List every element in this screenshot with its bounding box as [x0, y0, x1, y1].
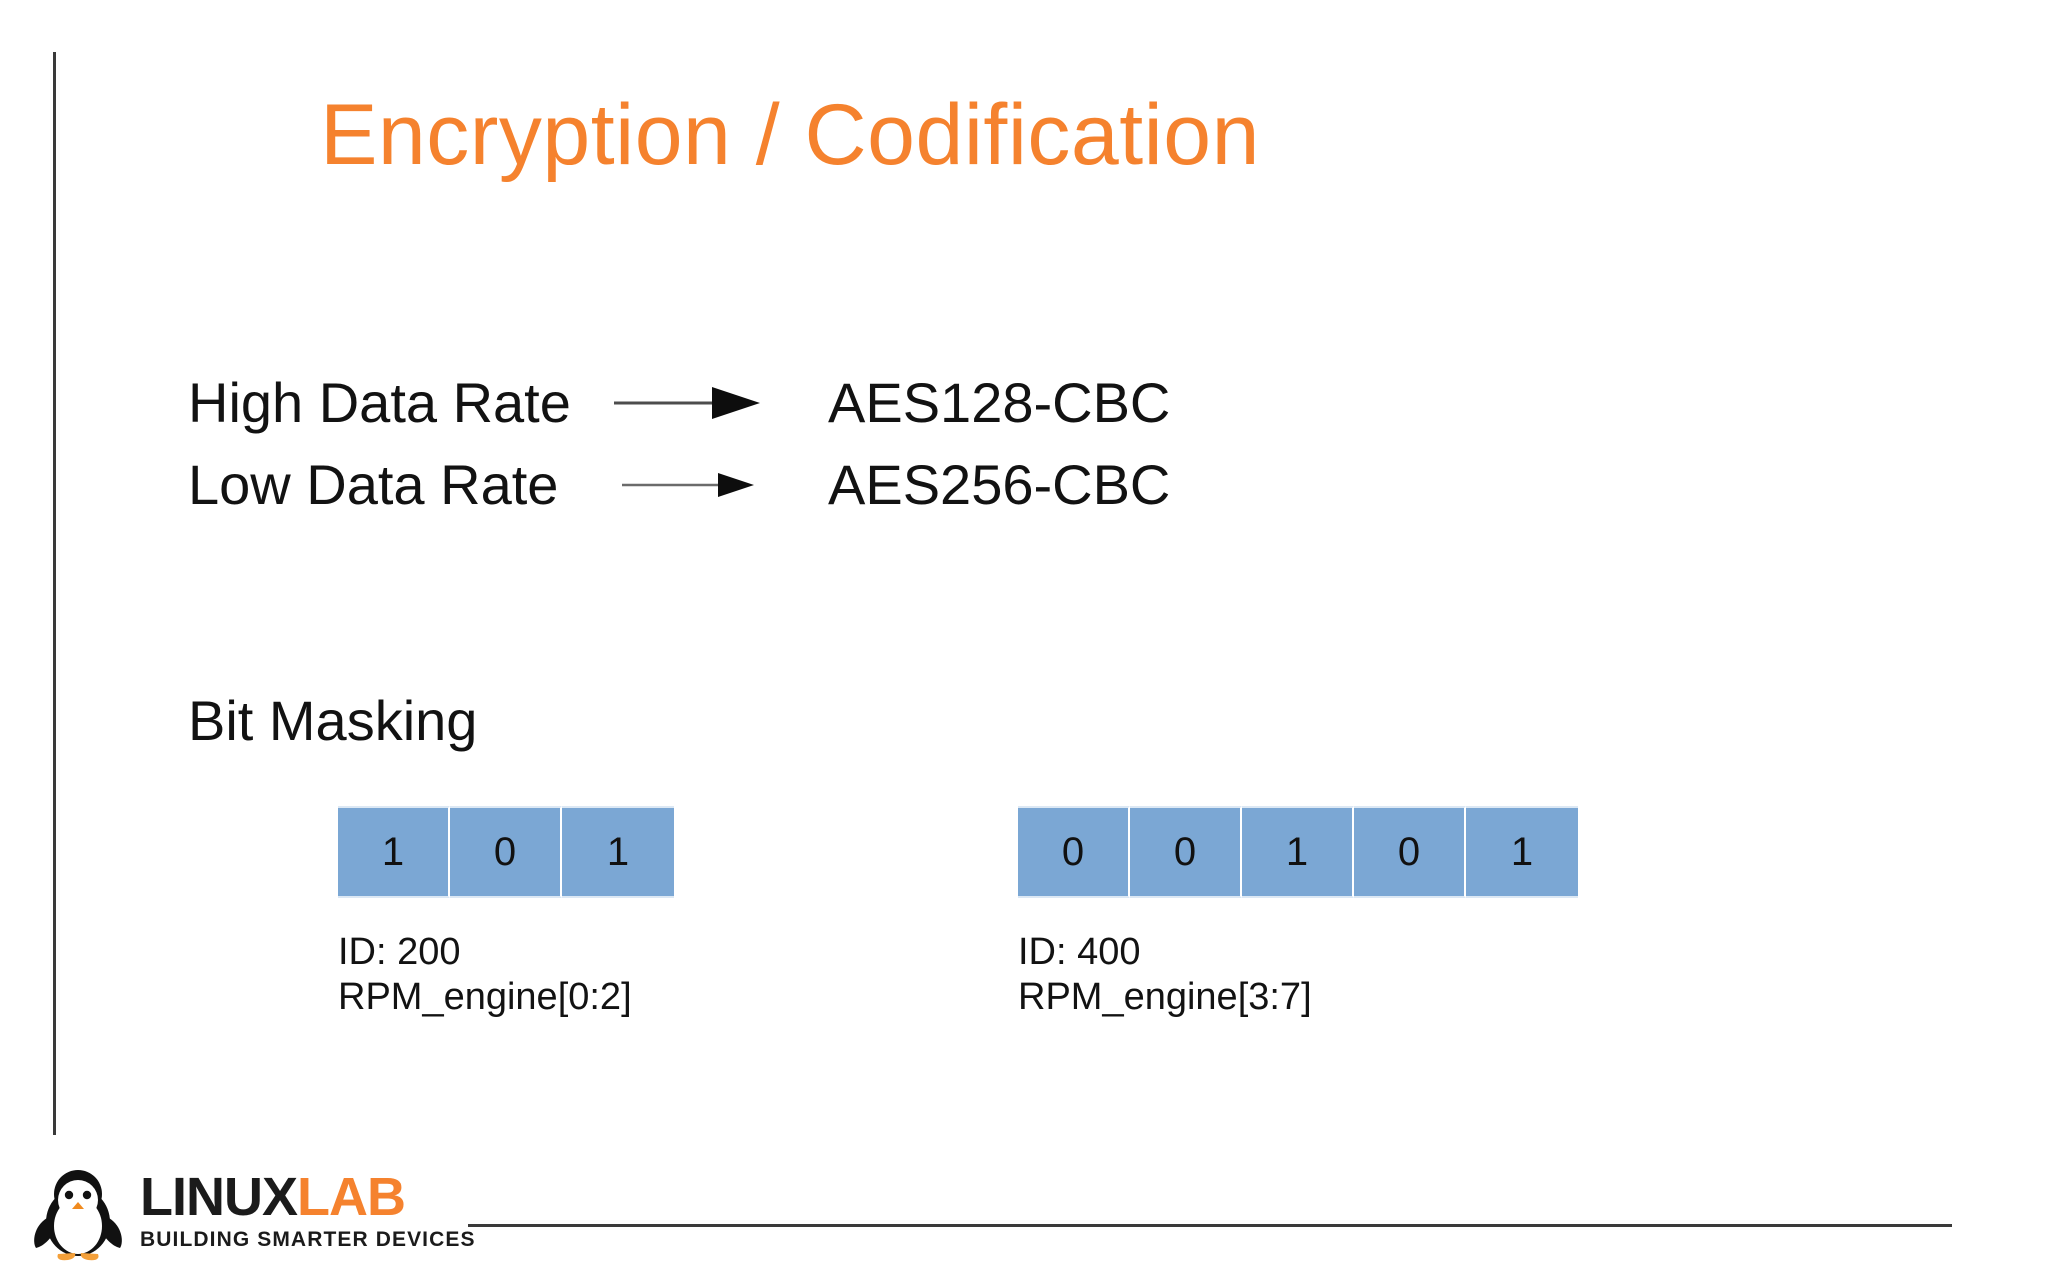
encryption-mapping-list: High Data Rate AES128-CBC Low Data Rate … — [188, 362, 1170, 526]
bit-cell-row: 1 0 1 — [338, 806, 674, 898]
mapping-source-label: High Data Rate — [188, 371, 571, 434]
bit-mask-id-label: ID: 200 — [338, 931, 461, 973]
mapping-row: Low Data Rate AES256-CBC — [188, 444, 1170, 526]
bit-mask-signal-label: RPM_engine[3:7] — [1018, 975, 1312, 1018]
arrow-right-icon — [608, 383, 782, 423]
bit-cell[interactable]: 1 — [1466, 806, 1578, 898]
bit-cell[interactable]: 0 — [1130, 806, 1242, 898]
logo-text: LINUXLAB BUILDING SMARTER DEVICES — [140, 1170, 476, 1252]
slide-title: Encryption / Codification — [320, 87, 1260, 183]
bit-mask-group-1: 1 0 1 ID: 200 RPM_engine[0:2] — [338, 806, 674, 1020]
bit-cell-row: 0 0 1 0 1 — [1018, 806, 1578, 898]
bit-cell[interactable]: 1 — [562, 806, 674, 898]
mapping-row: High Data Rate AES128-CBC — [188, 362, 1170, 444]
footer-horizontal-rule — [468, 1224, 1952, 1227]
penguin-icon — [34, 1170, 122, 1261]
bit-mask-caption: ID: 200 RPM_engine[0:2] — [338, 930, 674, 1020]
bit-cell[interactable]: 0 — [450, 806, 562, 898]
arrow-right-icon — [608, 465, 782, 505]
bit-mask-signal-label: RPM_engine[0:2] — [338, 975, 632, 1018]
bit-cell[interactable]: 1 — [338, 806, 450, 898]
bit-cell[interactable]: 0 — [1354, 806, 1466, 898]
bit-mask-caption: ID: 400 RPM_engine[3:7] — [1018, 930, 1578, 1020]
bit-masking-heading: Bit Masking — [188, 689, 478, 752]
mapping-target-label: AES128-CBC — [828, 371, 1171, 434]
bit-mask-group-2: 0 0 1 0 1 ID: 400 RPM_engine[3:7] — [1018, 806, 1578, 1020]
bit-mask-id-label: ID: 400 — [1018, 931, 1141, 973]
logo-wordmark: LINUXLAB — [140, 1170, 476, 1224]
mapping-target-label: AES256-CBC — [828, 453, 1171, 516]
bit-cell[interactable]: 1 — [1242, 806, 1354, 898]
logo-word-lab: LAB — [297, 1167, 406, 1228]
bit-cell[interactable]: 0 — [1018, 806, 1130, 898]
mapping-source-label: Low Data Rate — [188, 453, 559, 516]
logo-tagline: BUILDING SMARTER DEVICES — [140, 1227, 476, 1251]
logo-word-linux: LINUX — [140, 1167, 298, 1228]
linuxlab-logo: LINUXLAB BUILDING SMARTER DEVICES — [30, 1162, 476, 1262]
left-vertical-rule — [53, 52, 56, 1135]
